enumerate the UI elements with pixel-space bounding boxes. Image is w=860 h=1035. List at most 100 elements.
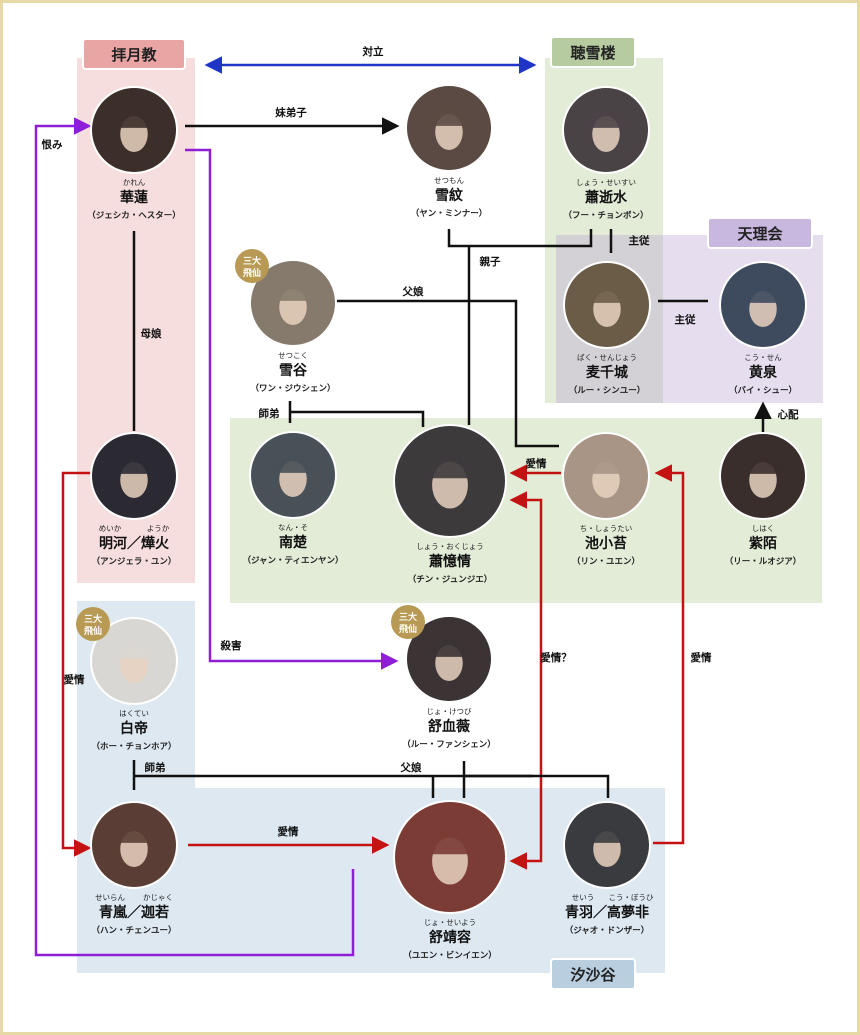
name-kosen: 黄泉 xyxy=(749,364,778,381)
actor-seiu: （ジャオ・ドンザー） xyxy=(565,925,650,936)
actor-baku: （ルー・シンユー） xyxy=(569,385,646,396)
ruby-shihaku: しはく xyxy=(752,524,775,533)
label-aijo-left: 愛情 xyxy=(64,673,85,686)
actor-shihaku: （リー・ルオジア） xyxy=(725,556,802,567)
ruby-setsumon: せつもん xyxy=(434,176,464,185)
actor-nanso: （ジャン・ティエンヤン） xyxy=(242,555,343,566)
line-aijo-right xyxy=(653,464,685,845)
line-urami xyxy=(34,117,355,957)
group-tab-tenrikai: 天理会 xyxy=(707,217,813,249)
portrait-hair-jo xyxy=(427,639,471,657)
group-tab-sekusaya: 汐沙谷 xyxy=(550,958,636,990)
name-meika: 明河／燁火 xyxy=(99,535,170,552)
portrait-hair-setsumon xyxy=(427,108,471,126)
name-setsukoku: 雪谷 xyxy=(279,362,308,379)
line-aijo-q xyxy=(509,491,543,870)
label-shitei1: 師弟 xyxy=(259,407,280,420)
name-shosei: 蕭逝水 xyxy=(585,189,628,206)
badge-circle xyxy=(76,607,110,641)
badge-line-2: 飛仙 xyxy=(83,625,102,637)
portrait-hair-chi xyxy=(584,456,628,474)
label-satsugai: 殺害 xyxy=(220,639,242,652)
line-aijo-left xyxy=(61,471,92,857)
ruby-setsukoku: せつこく xyxy=(278,351,308,360)
name-shihaku: 紫陌 xyxy=(749,535,777,552)
line-oyako xyxy=(447,229,593,425)
portrait-hair-meika xyxy=(112,456,156,474)
badge-line-1: 三大 xyxy=(399,611,417,623)
ruby-shosei: しょう・せいすい xyxy=(576,178,636,187)
name-nanso: 南楚 xyxy=(279,534,308,551)
portrait-hair-shihaku xyxy=(741,456,785,474)
name-baku: 麦千城 xyxy=(586,364,628,381)
name-shookujo: 蕭憶情 xyxy=(429,553,471,570)
ruby-a-meika: めいか xyxy=(99,524,122,533)
ruby-joseiyo: じょ・せいよう xyxy=(424,918,476,927)
label-aijo-right: 愛情 xyxy=(691,651,712,664)
actor-meika: （アンジェラ・ユン） xyxy=(92,556,177,567)
portrait-hair-joseiyo xyxy=(422,831,478,855)
actor-karen: （ジェシカ・ヘスター） xyxy=(87,210,181,221)
label-maitei: 妹弟子 xyxy=(274,106,307,119)
ruby-chi: ち・しょうたい xyxy=(580,524,633,533)
actor-hakutei: （ホー・チョンホア） xyxy=(91,741,176,752)
relationship-diagram: 拝月教 聴雪楼 天理会 汐沙谷 xyxy=(34,36,823,990)
actor-chi: （リン・ユエン） xyxy=(572,556,640,567)
ruby-nanso: なん・そ xyxy=(278,523,308,532)
actor-jo: （ルー・ファンシェン） xyxy=(402,739,496,750)
group-name-sekusaya: 汐沙谷 xyxy=(570,966,616,984)
actor-seiran: （ハン・チェンユー） xyxy=(91,925,176,936)
label-shitei2: 師弟 xyxy=(145,761,166,774)
badge-circle xyxy=(235,249,269,283)
ruby-a-seiu: せいう xyxy=(572,893,595,902)
label-shuju2: 主従 xyxy=(675,313,696,326)
group-name-choseturo: 聴雪楼 xyxy=(570,44,615,62)
label-shinpai: 心配 xyxy=(778,409,799,421)
portrait-hair-shookujo xyxy=(422,455,478,479)
label-tairitsu: 対立 xyxy=(362,45,384,58)
line-shitei2 xyxy=(132,760,610,798)
name-hakutei: 白帝 xyxy=(120,720,148,737)
group-name-haigetsu: 拝月教 xyxy=(111,46,157,64)
actor-setsumon: （ヤン・ミンナー） xyxy=(411,208,488,219)
ruby-jo: じょ・けつび xyxy=(427,707,472,716)
person-seiu: せいうこう・ぼうひ青羽／高夢非（ジャオ・ドンザー） xyxy=(563,801,654,936)
badge-line-2: 飛仙 xyxy=(242,267,261,279)
portrait-hair-hakutei xyxy=(112,641,156,659)
badge-circle xyxy=(391,605,425,639)
ruby-karen: かれん xyxy=(123,178,146,187)
person-nanso: なん・そ南楚 （ジャン・ティエンヤン） xyxy=(242,431,344,566)
ruby-baku: ばく・せんじょう xyxy=(577,353,637,362)
group-tab-haigetsu: 拝月教 xyxy=(82,38,186,70)
name-chi: 池小苔 xyxy=(585,535,627,552)
name-setsumon: 雪紋 xyxy=(435,187,463,204)
portrait-hair-baku xyxy=(585,285,629,303)
label-aijo-chi: 愛情 xyxy=(526,457,547,470)
portrait-hair-karen xyxy=(112,110,156,128)
line-satsugai xyxy=(185,148,399,670)
label-shuju1: 主従 xyxy=(629,234,650,247)
line-fujo1 xyxy=(335,299,559,448)
badge-line-1: 三大 xyxy=(243,255,261,267)
name-seiran: 青嵐／迦若 xyxy=(99,904,169,921)
group-name-tenrikai: 天理会 xyxy=(737,225,782,243)
ruby-b-meika: ようか xyxy=(147,524,170,533)
actor-shookujo: （チン・ジュンジエ） xyxy=(408,574,492,585)
actor-kosen: （バイ・シュー） xyxy=(729,385,797,396)
label-bojo: 母娘 xyxy=(141,327,162,340)
ruby-kosen: こう・せん xyxy=(744,353,782,362)
label-aijo-seiran: 愛情 xyxy=(278,825,299,838)
name-joseiyo: 舒靖容 xyxy=(429,929,471,946)
